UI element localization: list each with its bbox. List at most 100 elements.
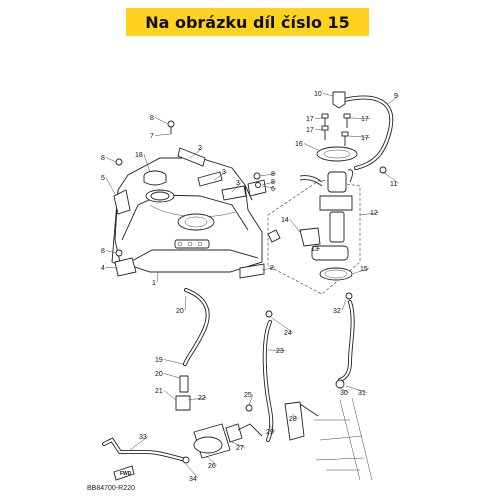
leader-line-17	[314, 129, 323, 131]
callout-28: 28	[289, 416, 297, 423]
callout-8: 8	[150, 115, 154, 122]
callout-17: 17	[306, 116, 314, 123]
callout-6: 6	[271, 186, 275, 193]
callout-33: 33	[139, 434, 147, 441]
callout-16: 16	[295, 141, 303, 148]
callout-8: 8	[101, 155, 105, 162]
leader-line-8	[154, 117, 169, 125]
leader-line-17	[349, 117, 371, 119]
leader-line-2	[189, 147, 204, 159]
leader-line-5	[105, 177, 117, 197]
leader-line-29	[269, 425, 276, 432]
leader-line-28	[291, 413, 299, 419]
leader-line-11	[382, 171, 400, 184]
leader-line-24	[271, 317, 294, 333]
leader-line-13	[315, 247, 321, 249]
leader-line-10	[322, 93, 334, 97]
leader-line-19	[163, 359, 184, 365]
leader-line-9	[387, 95, 400, 105]
fuel-pump-assembly	[267, 146, 361, 295]
callout-25: 25	[244, 392, 252, 399]
callout-10: 10	[314, 91, 322, 98]
callout-26: 26	[208, 463, 216, 470]
leader-line-25	[248, 394, 254, 406]
callout-2: 2	[270, 265, 274, 272]
callout-17: 17	[361, 116, 369, 123]
callout-7: 7	[150, 133, 154, 140]
callout-14: 14	[281, 217, 289, 224]
leader-line-33	[129, 436, 149, 451]
callout-4: 4	[101, 265, 105, 272]
leader-line-34	[185, 463, 199, 479]
callout-20: 20	[176, 308, 184, 315]
callout-34: 34	[189, 476, 197, 483]
callout-20: 20	[155, 371, 163, 378]
leader-line-8	[105, 157, 117, 163]
leader-line-20	[184, 295, 187, 311]
diagram-code: BB84700-R220	[87, 485, 135, 492]
callout-8: 8	[271, 171, 275, 178]
leader-line-3	[231, 182, 242, 193]
leader-line-21	[163, 390, 177, 401]
leader-line-6	[261, 185, 277, 189]
leader-line-22	[187, 397, 208, 401]
callout-15: 15	[360, 266, 368, 273]
vent-hose	[332, 91, 394, 174]
leader-line-8	[259, 173, 277, 177]
callout-12: 12	[370, 210, 378, 217]
leader-line-27	[231, 441, 246, 448]
callout-5: 5	[101, 175, 105, 182]
callout-8: 8	[271, 179, 275, 186]
callout-24: 24	[284, 330, 292, 337]
callout-27: 27	[236, 445, 244, 452]
callout-3: 3	[222, 169, 226, 176]
callout-1: 1	[152, 280, 156, 287]
fwd-indicator: FWD	[113, 465, 135, 481]
fuel-tank	[111, 157, 263, 273]
callout-21: 21	[155, 388, 163, 395]
callout-8: 8	[101, 248, 105, 255]
leader-line-23	[267, 349, 286, 351]
callout-19: 19	[155, 357, 163, 364]
callout-17: 17	[361, 135, 369, 142]
callout-3: 3	[236, 180, 240, 187]
callout-23: 23	[276, 348, 284, 355]
tank-cap	[143, 170, 167, 186]
pump-bolts	[321, 113, 351, 146]
leader-line-1	[156, 271, 159, 283]
callout-30: 30	[340, 390, 348, 397]
callout-13: 13	[311, 246, 319, 253]
leader-line-14	[289, 219, 301, 233]
leader-lines	[105, 93, 400, 479]
leader-line-15	[351, 268, 370, 275]
callout-2: 2	[198, 145, 202, 152]
title-banner: Na obrázku díl číslo 15	[126, 8, 369, 36]
leader-line-17	[314, 117, 323, 119]
fwd-label: FWD	[120, 471, 132, 477]
callout-18: 18	[135, 152, 143, 159]
leader-line-7	[154, 133, 172, 136]
leader-line-30	[339, 387, 350, 393]
callout-9: 9	[394, 93, 398, 100]
page-title: Na obrázku díl číslo 15	[145, 12, 350, 32]
callout-22: 22	[198, 395, 206, 402]
callout-31: 31	[358, 390, 366, 397]
leader-line-17	[348, 135, 371, 138]
leader-line-26	[205, 455, 218, 466]
leader-line-8	[261, 181, 277, 186]
frame-section	[284, 397, 373, 481]
callout-29: 29	[266, 429, 274, 436]
callout-32: 32	[333, 308, 341, 315]
tank-brackets	[113, 120, 267, 279]
leader-line-18	[143, 154, 151, 173]
callout-11: 11	[390, 181, 397, 188]
leader-line-8	[105, 250, 117, 254]
leader-line-31	[345, 385, 368, 393]
fuel-filter	[193, 423, 263, 459]
leader-line-32	[341, 299, 347, 311]
leader-line-16	[303, 143, 319, 151]
leader-line-12	[359, 212, 380, 216]
leader-line-3	[213, 171, 228, 181]
leader-line-4	[105, 267, 119, 269]
